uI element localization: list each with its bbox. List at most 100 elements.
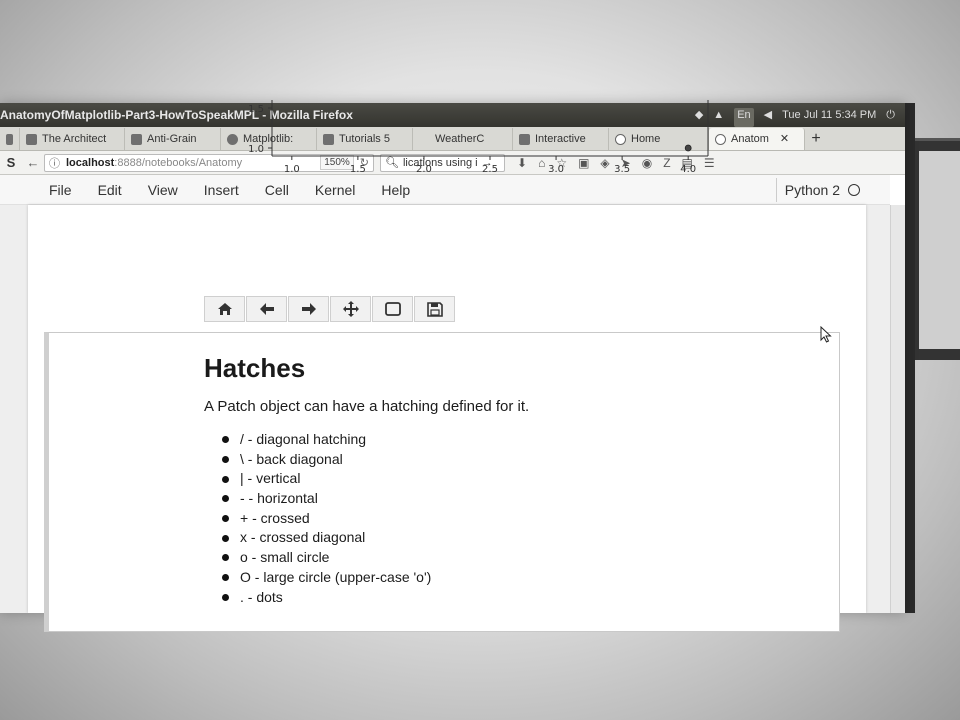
plot-toolbar [204, 296, 455, 322]
plot-save-button[interactable] [414, 296, 455, 322]
tab-favicon [323, 133, 334, 145]
plot-back-button[interactable] [246, 296, 287, 322]
hatch-description: - dots [243, 588, 283, 605]
new-tab-button[interactable]: + [811, 130, 821, 147]
tab-6[interactable]: Home [609, 128, 709, 150]
plot-pan-button[interactable] [330, 296, 371, 322]
monitor-edge [905, 103, 915, 613]
x-tick-label: 4.0 [680, 164, 696, 175]
mouse-cursor-icon [820, 326, 832, 343]
bullet-icon [222, 593, 229, 601]
hatch-description: - large circle (upper-case 'o') [250, 568, 432, 585]
download-icon[interactable]: ⬇ [517, 155, 528, 170]
markdown-cell[interactable] [44, 332, 840, 632]
search-go-icon[interactable]: → [481, 156, 493, 169]
plot-forward-button[interactable] [288, 296, 329, 322]
tab-favicon [26, 133, 37, 145]
list-item: + - crossed [222, 509, 431, 529]
home-page-icon[interactable]: ⌂ [538, 155, 546, 170]
tab-3[interactable]: Tutorials 5 [317, 128, 413, 150]
tab-label: Anatom [731, 133, 769, 145]
volume-icon[interactable]: ◀ [763, 109, 773, 121]
hatch-description: - back diagonal [243, 450, 343, 467]
pocket-icon[interactable]: ◈ [600, 155, 610, 170]
bullet-icon [222, 456, 229, 464]
hatch-symbol: . [240, 588, 244, 605]
bullet-icon [222, 554, 229, 562]
bookmarks-list-icon[interactable]: ▣ [578, 155, 590, 170]
tab-favicon [227, 133, 238, 145]
zoom-level[interactable]: 150% [320, 155, 354, 170]
network-icon[interactable]: ▲ [713, 109, 725, 121]
system-tray: ◆ ▲ En ◀ Tue Jul 11 5:34 PM ⏻ [695, 103, 895, 127]
toolbar-icons: ⬇ ⌂ ☆ ▣ ◈ ➤ ◉ Z ▤ ☰ [517, 156, 715, 170]
bookmark-star-icon[interactable]: ☆ [556, 155, 568, 170]
x-tick-label: 2.0 [416, 164, 432, 175]
home-icon [217, 303, 232, 315]
url-path: :8888/notebooks/Anatomy [114, 156, 243, 169]
bullet-icon [222, 495, 229, 503]
tab-2[interactable]: Matplotlib: [221, 128, 317, 150]
keyboard-layout[interactable]: En [734, 108, 754, 127]
bullet-icon [222, 515, 229, 523]
x-tick-label: 1.5 [350, 164, 366, 175]
settings-icon[interactable]: ⏻ [886, 109, 895, 121]
search-bar[interactable]: 🔍︎ lications using i → [380, 153, 505, 172]
sidebar-icon[interactable]: S [6, 155, 16, 170]
kernel-idle-icon [848, 183, 860, 196]
hatch-list: / - diagonal hatching\ - back diagonal| … [222, 430, 431, 607]
clock[interactable]: Tue Jul 11 5:34 PM [782, 109, 877, 121]
menu-file[interactable]: File [49, 181, 72, 198]
scrollbar[interactable] [890, 205, 905, 613]
tab-0[interactable]: The Architect [20, 128, 125, 150]
x-tick-label: 3.0 [548, 164, 564, 175]
forward-arrow-icon [301, 303, 316, 315]
info-icon[interactable]: ⓘ [49, 157, 60, 170]
scatter-plot: 1.0 1.5 2.0 2.5 3.0 3.5 4.0 1.0 1.5 [248, 100, 709, 175]
x-tick-label: 3.5 [614, 164, 630, 175]
pan-move-icon [342, 301, 359, 317]
y-tick-label: 1.0 [248, 144, 264, 155]
menu-help[interactable]: Help [381, 181, 411, 198]
tab-7-active[interactable]: Anatom ✕ [709, 128, 805, 150]
data-point [684, 144, 692, 152]
y-tick-label: 1.5 [248, 104, 264, 115]
title-bar: AnatomyOfMatplotlib-Part3-HowToSpeakMPL … [0, 103, 905, 127]
back-icon[interactable]: ← [26, 155, 40, 170]
tab-5[interactable]: Interactive [513, 128, 609, 150]
tab-favicon [519, 133, 530, 145]
bullet-icon [222, 574, 229, 582]
menu-view[interactable]: View [147, 181, 178, 198]
tab-label: The Architect [42, 133, 107, 145]
window-title: AnatomyOfMatplotlib-Part3-HowToSpeakMPL … [0, 108, 353, 122]
plot-zoom-button[interactable] [372, 296, 413, 322]
extension-icon[interactable]: ◉ [641, 155, 653, 170]
plot-home-button[interactable] [204, 296, 245, 322]
hatch-symbol: x [240, 529, 247, 546]
tab-scroll-left[interactable] [0, 128, 20, 150]
tab-1[interactable]: Anti-Grain [125, 128, 221, 150]
tab-label: Interactive [535, 133, 586, 145]
send-icon[interactable]: ➤ [620, 155, 631, 170]
section-heading: Hatches [204, 353, 306, 383]
bullet-icon [222, 475, 229, 483]
hamburger-menu-icon[interactable]: ☰ [703, 155, 715, 170]
menu-insert[interactable]: Insert [203, 181, 239, 198]
zotero-icon[interactable]: Z [663, 155, 671, 170]
hatch-symbol: O [240, 568, 251, 585]
reload-icon[interactable]: ↻ [359, 157, 369, 169]
close-tab-icon[interactable]: ✕ [779, 133, 790, 145]
menu-edit[interactable]: Edit [97, 181, 122, 198]
x-tick-label: 1.0 [284, 164, 300, 175]
x-tick-label: 2.5 [482, 164, 498, 175]
hatch-description: - small circle [247, 549, 330, 566]
search-input[interactable]: lications using i [402, 156, 478, 169]
menu-kernel[interactable]: Kernel [314, 181, 356, 198]
hatch-symbol: \ [240, 450, 244, 467]
kernel-status[interactable]: Python 2 [775, 177, 860, 202]
menu-cell[interactable]: Cell [264, 181, 289, 198]
dropbox-icon[interactable]: ◆ [694, 109, 704, 121]
tab-4[interactable]: WeatherC [413, 128, 513, 150]
plot-axes: 1.0 1.5 2.0 2.5 3.0 3.5 4.0 1.0 1.5 [248, 100, 709, 175]
extension-menu-icon[interactable]: ▤ [681, 155, 693, 170]
